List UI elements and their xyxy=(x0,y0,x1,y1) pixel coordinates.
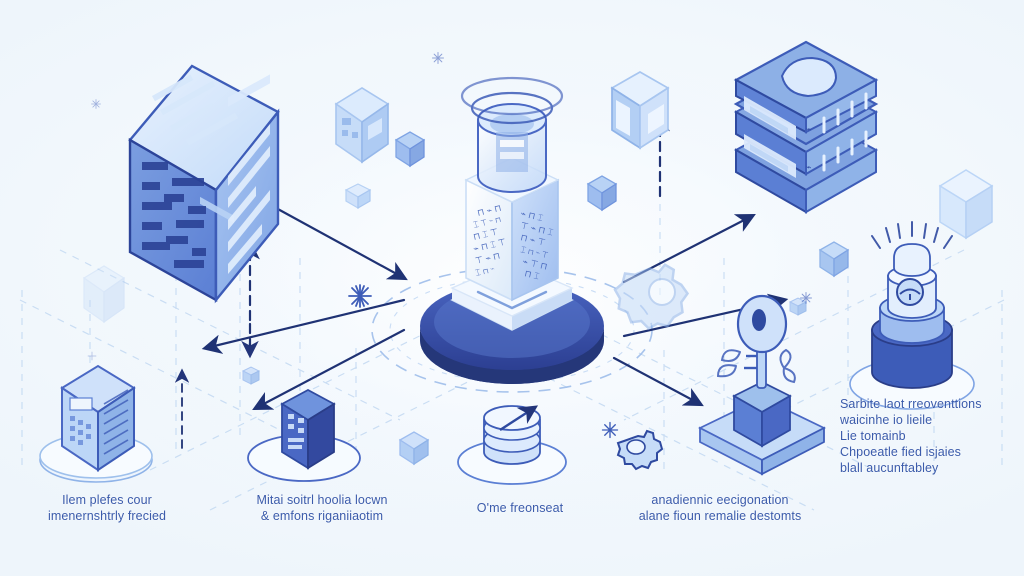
key-pedestal xyxy=(697,294,827,476)
device-panel-mid-left xyxy=(247,388,361,482)
floating-cube-right-mid xyxy=(818,241,850,278)
caption-left-server: Ilem plefes cour imenernshtrly frecied xyxy=(47,493,167,523)
floating-cube-lower-mid xyxy=(398,431,430,466)
caption-center-database: O'me freonseat xyxy=(476,501,564,515)
database-cylinder-center xyxy=(457,405,567,485)
gear-large-right xyxy=(613,263,690,331)
sparkle-lower-left xyxy=(87,351,97,361)
server-rack-large-left xyxy=(128,64,280,304)
key-icon xyxy=(736,294,788,389)
svg-text:⊓ ⌶: ⊓ ⌶ xyxy=(524,268,541,281)
sparkles xyxy=(87,52,812,439)
floating-cube-upper-right xyxy=(610,71,670,150)
floating-cube-small-right xyxy=(586,175,618,212)
central-tower: ⊓ ⌁ ⊓ ⌶ ⊤ ⌁ ⊓ ⊓ ⌶ ⊤ ⌁ ⊓ ⌶ ⊤ ⊤ ⌁ ⊓ ⌶ ⊓ ⌁ … xyxy=(420,76,604,384)
svg-text:⌁: ⌁ xyxy=(806,124,811,134)
sparkle-mid-left xyxy=(348,284,372,308)
sparkle-top-right xyxy=(800,292,812,304)
floating-cube-tiny-left xyxy=(344,183,372,210)
sparkle-upper-left xyxy=(91,99,101,109)
floating-cube-micro-right xyxy=(788,297,808,316)
beacon-right xyxy=(849,221,975,410)
floating-cube-small-left xyxy=(394,131,426,168)
floating-cube-upper-left xyxy=(334,87,390,164)
sparkle-bottom-center xyxy=(601,421,619,439)
gear-small-bottom xyxy=(616,429,664,471)
floating-cubes xyxy=(82,71,994,466)
server-small-bottom-left xyxy=(39,364,153,483)
floating-building-faint-left xyxy=(82,265,126,324)
caption-mid-left-device: Mitai soitrl hoolia locwn & emfons rigan… xyxy=(256,493,388,523)
sparkle-top-center xyxy=(432,52,444,64)
svg-text:⌶ ⊓ ⌁: ⌶ ⊓ ⌁ xyxy=(474,264,495,278)
alert-rays-icon xyxy=(871,221,953,249)
floating-cube-micro-left xyxy=(241,366,261,385)
database-stack-top-right: ⌁⌁ xyxy=(733,40,879,214)
floating-cube-far-right xyxy=(938,169,994,240)
svg-text:⌁: ⌁ xyxy=(806,162,811,172)
caption-beacon-right: Sarbite laot rreoventtions waicinhe io l… xyxy=(840,397,982,475)
signal-rings-icon xyxy=(460,76,564,125)
caption-key-pedestal: anadiennic eecigonation alane fioun rema… xyxy=(638,493,802,523)
